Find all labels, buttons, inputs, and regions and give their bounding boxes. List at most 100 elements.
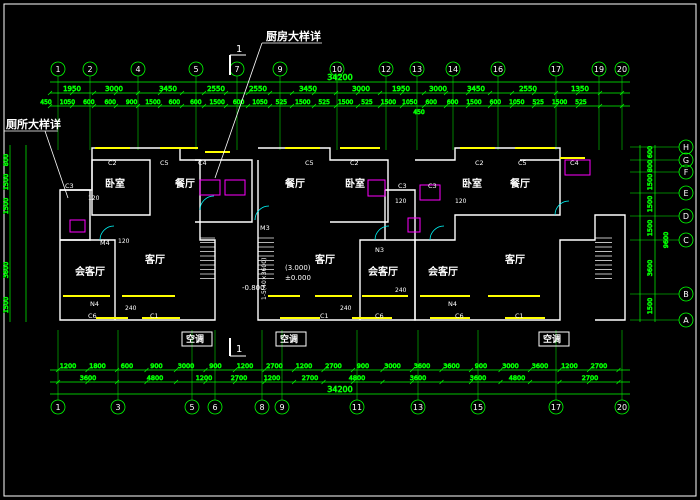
axis-label: E <box>683 189 688 198</box>
axis-label: 15 <box>473 403 483 412</box>
dim-tick <box>586 367 592 373</box>
axis-label: H <box>683 143 689 152</box>
dim-note: 120 <box>88 195 100 202</box>
section-mark-bottom: 1 <box>236 344 242 355</box>
wall <box>415 147 561 241</box>
dim-tick <box>289 103 295 109</box>
dim-tick <box>616 379 621 385</box>
dim-tick <box>399 90 405 96</box>
dim-value: 525 <box>575 99 587 106</box>
dim-tick <box>289 90 295 96</box>
dim-value: 2700 <box>302 374 319 382</box>
dim-value: 1500 <box>552 99 567 106</box>
ac-unit <box>181 331 213 347</box>
dim-tick <box>465 90 471 96</box>
dim-value: 3000 <box>105 85 123 93</box>
room-label: 客厅 <box>144 253 165 266</box>
dim-value: 1500 <box>338 99 353 106</box>
dim-tick <box>333 103 339 109</box>
axis-label: 7 <box>234 65 239 74</box>
dim-value: 900 <box>209 362 221 370</box>
dim-tick <box>223 103 229 109</box>
dim-tick <box>69 103 75 109</box>
dim-tick <box>509 103 515 109</box>
fixture <box>564 159 591 176</box>
dim-tick <box>597 90 603 96</box>
dim-value: 1500 <box>145 99 160 106</box>
tag-label: C1 <box>515 312 524 320</box>
dim-tick <box>232 367 238 373</box>
dim-tick <box>232 379 238 385</box>
axis-label: 8 <box>259 403 264 412</box>
fixture <box>367 179 386 197</box>
dim-value: 450 <box>413 109 425 116</box>
dim-value: 1500 <box>2 297 10 314</box>
room-label: 卧室 <box>345 177 365 190</box>
tag-label: C5 <box>305 159 314 167</box>
dim-value: 1050 <box>252 99 267 106</box>
dim-tick <box>321 367 326 373</box>
dim-tick <box>421 103 427 109</box>
dim-tick <box>321 379 326 385</box>
dim-tick <box>597 103 603 109</box>
dim-tick <box>616 367 621 373</box>
dim-value: 1200 <box>296 362 313 370</box>
axis-label: 1 <box>55 65 60 74</box>
dim-tick <box>201 103 207 109</box>
dim-value: 600 <box>83 99 95 106</box>
dim-tick <box>291 379 297 385</box>
dim-value: 1500 <box>466 99 481 106</box>
dim-tick <box>350 367 356 373</box>
door-swing <box>99 225 115 241</box>
dim-tick <box>291 367 297 373</box>
fixture <box>69 219 86 233</box>
doors <box>99 195 570 241</box>
dim-value: 3000 <box>429 85 447 93</box>
dim-tick <box>586 379 592 385</box>
level-mark: (3.000) <box>285 264 311 272</box>
dim-tick <box>439 379 444 385</box>
dim-value: 4800 <box>147 374 164 382</box>
kitchen-detail-note: 厨房大样详 <box>266 29 321 43</box>
fixture <box>407 217 421 233</box>
dim-value: 1200 <box>196 374 213 382</box>
door-swing <box>429 225 445 241</box>
ac-label: 空调 <box>543 333 561 345</box>
wall <box>385 189 416 240</box>
room-label: 餐厅 <box>174 177 195 190</box>
axis-label: 4 <box>135 65 140 74</box>
dim-tick <box>173 367 179 373</box>
dim-note: 240 <box>395 287 407 294</box>
tag-label: C4 <box>198 159 207 167</box>
dim-tick <box>267 103 273 109</box>
ac-unit <box>275 331 307 347</box>
dim-value: 1500 <box>646 220 654 237</box>
room-label: 卧室 <box>105 177 125 190</box>
dim-tick <box>557 379 562 385</box>
dim-tick <box>509 90 515 96</box>
tag-label: C6 <box>375 312 384 320</box>
dim-tick <box>201 90 207 96</box>
dim-tick <box>443 90 449 96</box>
dim-value: 3600 <box>414 362 431 370</box>
dim-total-bottom: 34200 <box>327 385 352 394</box>
dim-tick <box>144 367 149 373</box>
dim-tick <box>377 90 383 96</box>
axis-label: A <box>683 316 689 325</box>
axis-label: 17 <box>551 403 561 412</box>
dim-value: 3000 <box>384 362 401 370</box>
dim-tick <box>69 90 75 96</box>
dim-tick <box>527 367 533 373</box>
stair-note: 1-5(40×3600) <box>261 258 268 300</box>
fixture <box>224 179 246 196</box>
dim-note: 120 <box>455 198 467 205</box>
axis-label: 5 <box>193 65 198 74</box>
axis-label: F <box>684 168 689 177</box>
dim-value: 3600 <box>532 362 549 370</box>
tag-label: C4 <box>570 159 579 167</box>
ac-unit <box>538 331 570 347</box>
dim-tick <box>91 103 97 109</box>
room-label: 卧室 <box>462 177 482 190</box>
